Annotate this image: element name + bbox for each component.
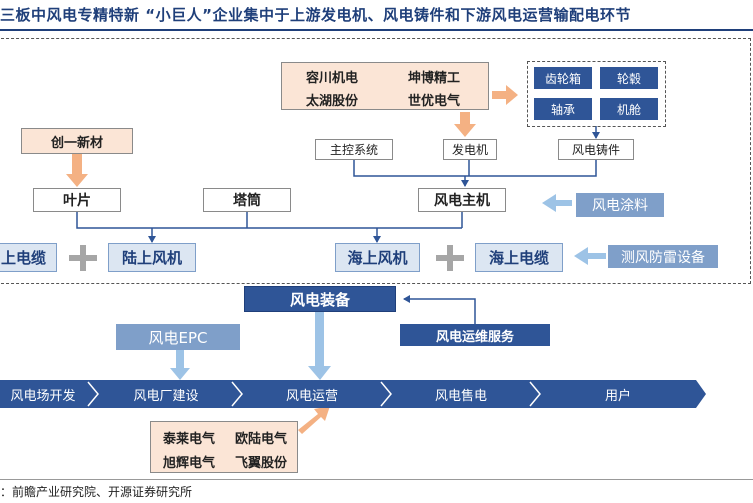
- land-cable-box: 上电缆: [0, 243, 57, 272]
- footer-rule: [0, 479, 753, 480]
- generator-box: 发电机: [443, 139, 497, 160]
- company-name: 欧陆电气: [235, 432, 288, 447]
- epc-box: 风电EPC: [116, 324, 240, 350]
- company-name: 容川机电: [306, 71, 359, 86]
- maintenance-service-box: 风电运维服务: [400, 324, 550, 346]
- chain-step-sales: 风电售电: [434, 388, 487, 404]
- upstream-frame: [0, 38, 751, 284]
- chain-step-operation: 风电运营: [285, 388, 338, 404]
- company-name: 坤博精工: [408, 71, 461, 86]
- components-group: [527, 61, 666, 127]
- casting-box: 风电铸件: [558, 139, 634, 160]
- company-name: 旭辉电气: [163, 456, 216, 471]
- hub-box: 轮毂: [600, 67, 658, 89]
- plus-icon: [436, 245, 464, 271]
- control-system-box: 主控系统: [315, 139, 393, 160]
- nacelle-box: 机舱: [600, 98, 658, 120]
- page-title: 三板中风电专精特新 “小巨人”企业集中于上游发电机、风电铸件和下游风电运营输配电…: [0, 6, 631, 24]
- chain-step-construction: 风电厂建设: [133, 388, 199, 404]
- chain-step-user: 用户: [604, 388, 631, 404]
- onshore-turbine-box: 陆上风机: [108, 243, 196, 272]
- wind-equipment-box: 风电装备: [244, 286, 396, 312]
- company-name: 太湖股份: [306, 94, 359, 109]
- chain-step-development: 风电场开发: [10, 388, 76, 404]
- plus-icon: [69, 245, 97, 271]
- lightning-equipment-box: 测风防雷设备: [608, 245, 718, 268]
- downstream-company-box: 泰莱电气 欧陆电气 旭辉电气 飞翼股份: [150, 421, 298, 473]
- material-box: 创一新材: [21, 128, 133, 154]
- title-rule: [0, 29, 753, 31]
- coating-box: 风电涂料: [576, 193, 664, 217]
- offshore-cable-box: 海上电缆: [475, 243, 563, 272]
- blade-box: 叶片: [33, 188, 121, 212]
- main-unit-box: 风电主机: [418, 188, 506, 212]
- company-name: 泰莱电气: [163, 432, 216, 447]
- gearbox-box: 齿轮箱: [534, 67, 592, 89]
- bearing-box: 轴承: [534, 98, 592, 120]
- source-note: ：前瞻产业研究院、开源证券研究所: [0, 485, 193, 499]
- company-name: 世优电气: [408, 94, 461, 109]
- offshore-turbine-box: 海上风机: [335, 243, 420, 272]
- upstream-company-box: 容川机电 坤博精工 太湖股份 世优电气: [281, 62, 489, 110]
- company-name: 飞翼股份: [235, 456, 288, 471]
- tower-box: 塔筒: [203, 188, 291, 212]
